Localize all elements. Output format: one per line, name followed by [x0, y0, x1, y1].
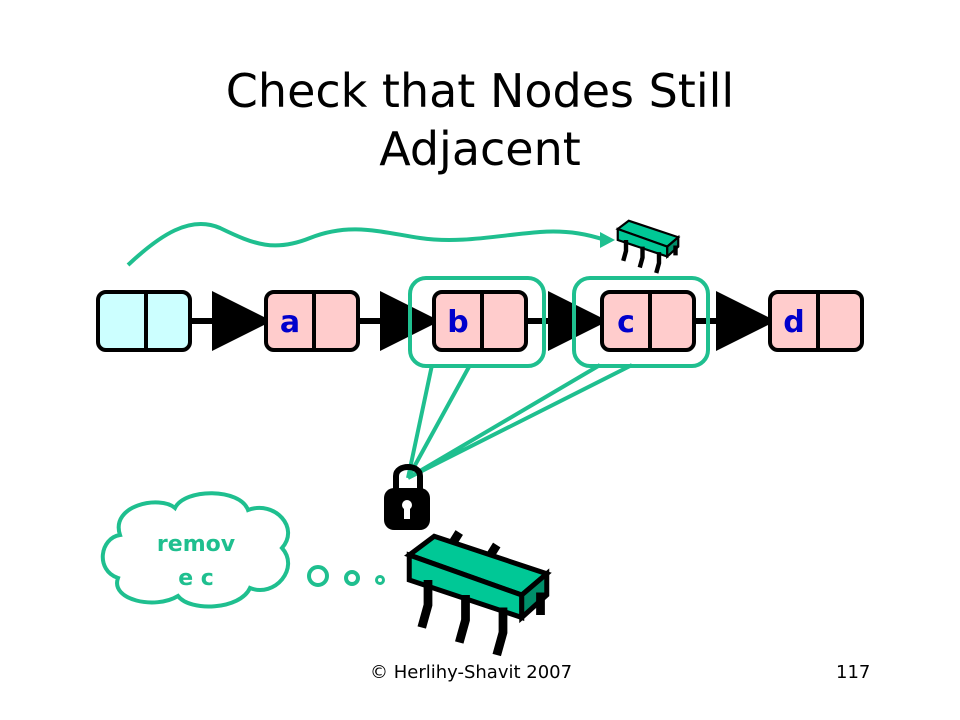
- list-node-b: b: [432, 290, 528, 352]
- thought-line-1: remov: [157, 532, 236, 557]
- node-a-label: a: [280, 305, 300, 340]
- lock-outline-c: [572, 276, 710, 368]
- node-d-label: d: [783, 305, 804, 340]
- small-thread-bug-icon: [615, 219, 681, 274]
- thought-bubbles: [307, 565, 385, 587]
- padlock-icon: [384, 464, 430, 530]
- title-line-1: Check that Nodes Still: [225, 64, 735, 118]
- list-node-c: c: [600, 290, 696, 352]
- slide-title: Check that Nodes Still Adjacent: [80, 62, 880, 178]
- node-b-label: b: [447, 305, 468, 340]
- thought-cloud-icon: remov e c: [100, 491, 290, 609]
- thought-line-2: e c: [178, 566, 214, 591]
- list-node-a: a: [264, 290, 360, 352]
- large-thread-bug-icon: [404, 530, 552, 657]
- traversal-path: [126, 222, 606, 267]
- lock-outline-b: [408, 276, 546, 368]
- footer-page-number: 117: [836, 662, 871, 683]
- traversal-arrowhead: [600, 232, 615, 248]
- list-node-d: d: [768, 290, 864, 352]
- footer-copyright: © Herlihy-Shavit 2007: [370, 662, 573, 683]
- title-line-2: Adjacent: [379, 122, 581, 176]
- node-c-label: c: [617, 305, 635, 340]
- list-node-head: [96, 290, 192, 352]
- lock-link-b: [406, 364, 472, 479]
- lock-link-c: [406, 363, 633, 480]
